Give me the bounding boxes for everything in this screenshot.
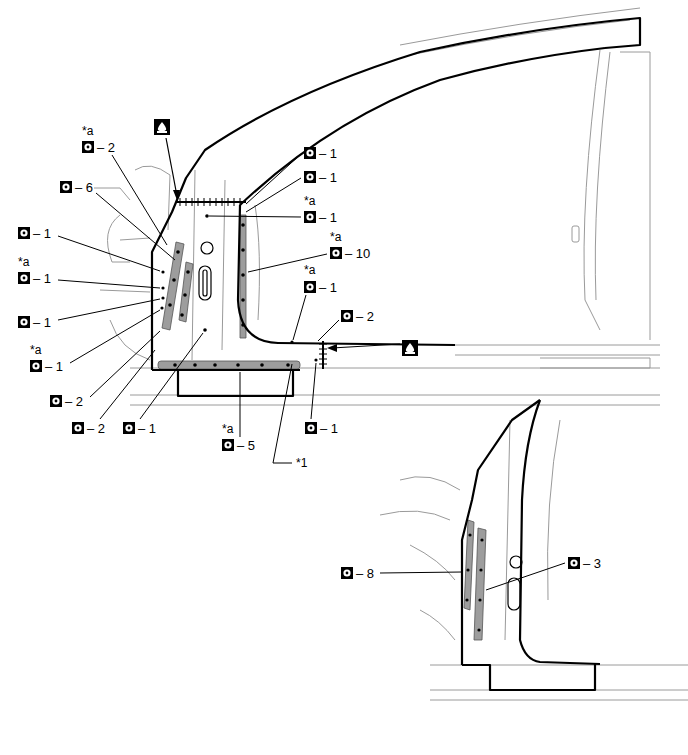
callout-number: – 8	[355, 567, 375, 580]
leader-line	[209, 216, 301, 217]
note-mark: *a	[81, 125, 94, 137]
callout-icon	[72, 422, 84, 434]
note-mark: *a	[329, 231, 342, 243]
callout-icon	[568, 557, 580, 569]
callout-icon	[60, 181, 72, 193]
callout-number: – 1	[318, 147, 338, 160]
callout-icon	[341, 310, 353, 322]
callout-number: – 1	[32, 227, 52, 240]
callout-number: – 1	[32, 316, 52, 329]
callout-number: – 1	[137, 422, 157, 435]
callout-icon	[304, 281, 316, 293]
callout-number: – 2	[64, 395, 84, 408]
leader-line	[240, 372, 241, 437]
callout-number: – 1	[318, 211, 338, 224]
leader-line	[96, 193, 175, 260]
leader-line	[380, 572, 462, 573]
leader-line	[246, 154, 301, 204]
callout-icon	[18, 227, 30, 239]
note-mark: *1	[295, 457, 308, 469]
callout-number: – 6	[74, 181, 94, 194]
callout-icon	[304, 171, 316, 183]
callout-icon	[50, 395, 62, 407]
callout-number: – 2	[96, 141, 116, 154]
callout-icon	[82, 141, 94, 153]
leader-line	[70, 310, 160, 363]
leader-line	[293, 295, 306, 340]
callout-icon	[341, 567, 353, 579]
callout-number: – 1	[32, 272, 52, 285]
callout-icon	[18, 316, 30, 328]
callout-icon	[30, 360, 42, 372]
callout-number: – 1	[318, 171, 338, 184]
note-mark: *a	[221, 423, 234, 435]
callout-icon	[18, 272, 30, 284]
callout-number: – 5	[236, 439, 256, 452]
callout-number: – 2	[355, 310, 375, 323]
leader-line	[318, 320, 339, 341]
callout-icon	[304, 147, 316, 159]
leader-line	[140, 333, 203, 419]
note-mark: *a	[303, 264, 316, 276]
note-mark: *a	[29, 344, 42, 356]
callout-number: – 3	[582, 557, 602, 570]
callout-icon	[123, 422, 135, 434]
callout-icon	[305, 422, 317, 434]
callout-icon	[222, 439, 234, 451]
note-mark: *a	[17, 256, 30, 268]
callout-icon	[304, 211, 316, 223]
leader-line	[273, 463, 292, 464]
leader-line	[112, 155, 167, 245]
leader-line	[486, 563, 565, 590]
leader-line	[58, 280, 160, 288]
callout-number: – 2	[86, 422, 106, 435]
leader-line	[311, 363, 316, 419]
callout-number: – 10	[344, 247, 371, 260]
leader-line	[58, 299, 160, 320]
leader-line	[100, 350, 155, 419]
note-mark: *a	[303, 195, 316, 207]
callout-icon	[330, 247, 342, 259]
callout-number: – 1	[318, 281, 338, 294]
callout-number: – 1	[319, 422, 339, 435]
leader-line	[246, 178, 301, 212]
callout-number: – 1	[44, 360, 64, 373]
leader-line	[273, 364, 292, 463]
leader-line	[58, 236, 160, 271]
